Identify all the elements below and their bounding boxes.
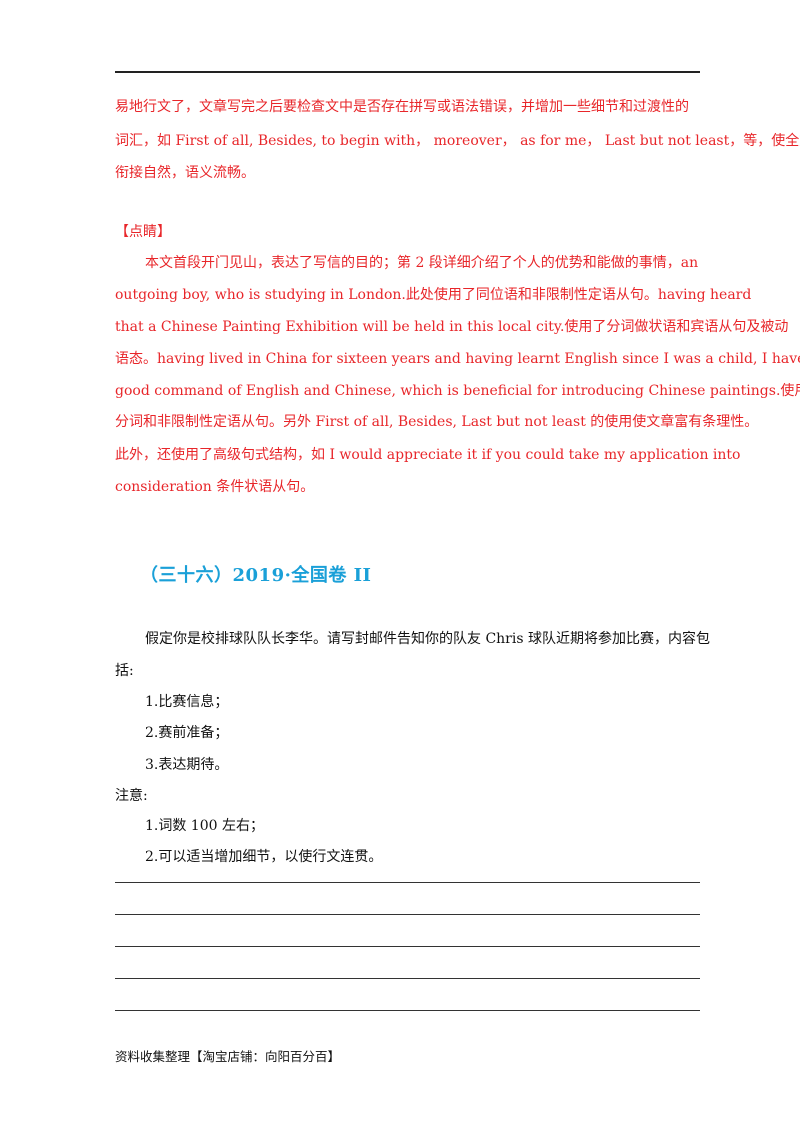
- prompt-line-1: 假定你是校排球队队长李华。请写封邮件告知你的队友 Chris 球队近期将参加比赛…: [145, 631, 710, 647]
- top-note-line-3: 衔接自然，语义流畅。: [115, 165, 255, 181]
- section-title: （三十六）2019·全国卷 II: [140, 565, 372, 586]
- commentary-line-4: 语态。having lived in China for sixteen yea…: [115, 351, 800, 367]
- commentary-line-6: 分词和非限制性定语从句。另外 First of all, Besides, La…: [115, 414, 759, 430]
- prompt-line-2: 括:: [115, 663, 134, 679]
- answer-line[interactable]: [115, 1010, 700, 1011]
- commentary-line-1: 本文首段开门见山，表达了写信的目的；第 2 段详细介绍了个人的优势和能做的事情，…: [145, 255, 699, 271]
- top-divider: [115, 71, 700, 73]
- commentary-heading: 【点睛】: [115, 224, 171, 240]
- content-item-3: 3.表达期待。: [145, 757, 229, 773]
- note-item-1: 1.词数 100 左右；: [145, 818, 264, 834]
- answer-line[interactable]: [115, 882, 700, 883]
- footer-source: 资料收集整理【淘宝店铺：向阳百分百】: [115, 1049, 341, 1064]
- commentary-line-3: that a Chinese Painting Exhibition will …: [115, 319, 789, 335]
- content-item-2: 2.赛前准备；: [145, 725, 229, 741]
- answer-line[interactable]: [115, 914, 700, 915]
- answer-line[interactable]: [115, 946, 700, 947]
- note-item-2: 2.可以适当增加细节，以使行文连贯。: [145, 849, 383, 865]
- commentary-line-2: outgoing boy, who is studying in London.…: [115, 287, 752, 303]
- content-item-1: 1.比赛信息；: [145, 694, 229, 710]
- commentary-line-8: consideration 条件状语从句。: [115, 479, 315, 495]
- answer-line[interactable]: [115, 978, 700, 979]
- commentary-line-7: 此外，还使用了高级句式结构，如 I would appreciate it if…: [115, 447, 741, 463]
- top-note-line-2: 词汇，如 First of all, Besides, to begin wit…: [115, 133, 800, 149]
- notes-label: 注意:: [115, 788, 148, 804]
- commentary-line-5: good command of English and Chinese, whi…: [115, 383, 800, 399]
- top-note-line-1: 易地行文了，文章写完之后要检查文中是否存在拼写或语法错误，并增加一些细节和过渡性…: [115, 99, 689, 115]
